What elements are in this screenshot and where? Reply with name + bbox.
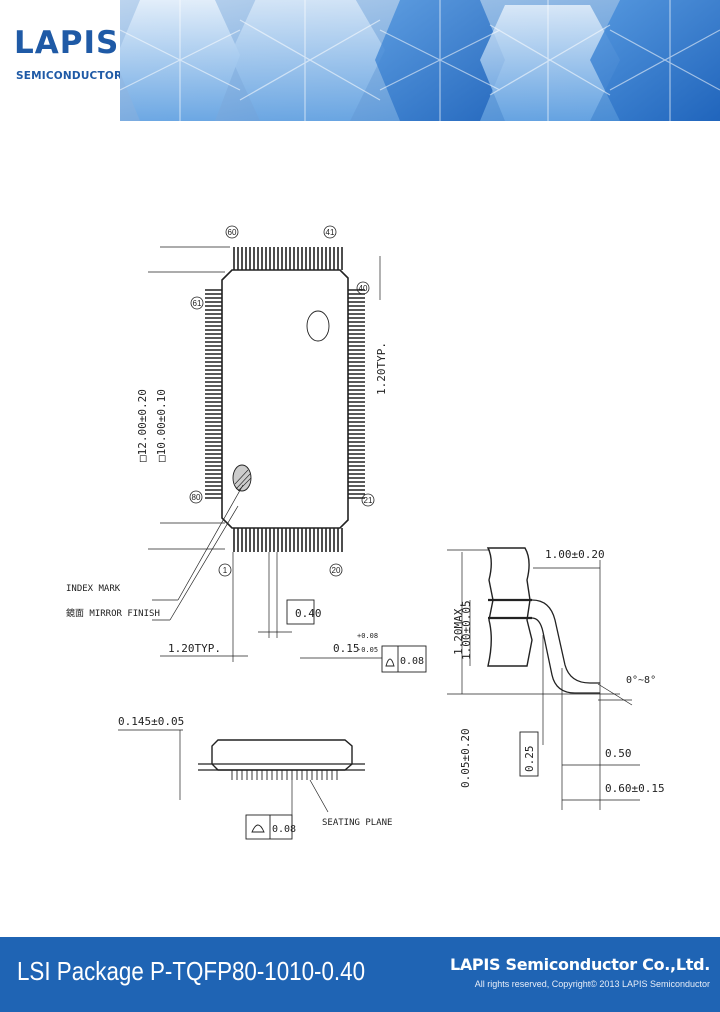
- seating-plane-label: SEATING PLANE: [322, 818, 392, 828]
- dim-coplanarity: 0.08: [272, 824, 296, 835]
- footer-bar: LSI Package P-TQFP80-1010-0.40 LAPIS Sem…: [0, 937, 720, 1012]
- dim-thickness-side: 0.145±0.05: [118, 715, 184, 728]
- dim-lead-width: 0.15: [333, 642, 360, 655]
- dim-standoff: 0.05±0.20: [459, 728, 472, 788]
- logo-wordmark: LAPIS: [14, 25, 120, 61]
- copyright-text: All rights reserved, Copyright© 2013 LAP…: [474, 979, 710, 989]
- pin-label-top-right: 41: [326, 228, 335, 237]
- detail-body: [486, 547, 533, 667]
- mirror-finish-label: 鏡面 MIRROR FINISH: [66, 607, 160, 619]
- top-leads: [233, 247, 343, 270]
- dim-outer-size: □12.00±0.20: [136, 389, 149, 462]
- package-body: [221, 269, 349, 529]
- pin-label-top-left: 60: [228, 228, 237, 237]
- dim-pitch: 0.40: [295, 607, 322, 620]
- hexagon-banner-image: [120, 0, 720, 121]
- left-leads: [205, 289, 222, 499]
- dim-lead-width-tol-lower: -0.05: [357, 646, 378, 654]
- header: LAPIS SEMICONDUCTOR: [0, 0, 720, 121]
- pin-label-left-top: 61: [193, 299, 202, 308]
- pin-label-right-top: 40: [359, 284, 368, 293]
- dim-angle: 0°~8°: [626, 675, 656, 686]
- index-mark-label: INDEX MARK: [66, 584, 121, 594]
- mirror-finish-mark: [306, 310, 330, 342]
- dim-lead-length: 1.00±0.20: [545, 548, 605, 561]
- pin-label-bottom-left: 1: [223, 566, 228, 575]
- dim-max-height: 1.20MAX.: [452, 602, 465, 655]
- detail-lead: [531, 599, 600, 684]
- pin-label-left-bottom: 80: [192, 493, 201, 502]
- pin-number-markers: [189, 225, 375, 577]
- logo-subtitle: SEMICONDUCTOR: [16, 70, 123, 82]
- right-leads: [348, 289, 365, 499]
- dim-gauge: 0.25: [523, 746, 536, 773]
- dim-typ-bottom: 1.20TYP.: [168, 642, 221, 655]
- dim-foot-length-tol: 0.60±0.15: [605, 782, 665, 795]
- pin-label-right-bottom: 21: [364, 496, 373, 505]
- dim-body-height: 1.00±0.05: [460, 600, 473, 660]
- package-outline-drawing: 60 41 61 80 40 21 1 20 □12.00±0.20 □10.0…: [66, 225, 665, 840]
- dim-lead-width-tol-upper: +0.08: [357, 632, 378, 640]
- dim-typ-right: 1.20TYP.: [375, 342, 388, 395]
- bottom-leads: [233, 528, 343, 552]
- package-title: LSI Package P-TQFP80-1010-0.40: [17, 956, 366, 986]
- pin-label-bottom-right: 20: [332, 566, 341, 575]
- dim-body-size: □10.00±0.10: [155, 389, 168, 462]
- side-view-body: [211, 739, 353, 771]
- dim-foot-length: 0.50: [605, 747, 632, 760]
- company-name: LAPIS Semiconductor Co.,Ltd.: [449, 955, 710, 974]
- dim-lead-width-box: 0.08: [400, 656, 424, 667]
- company-logo: LAPIS SEMICONDUCTOR: [14, 26, 124, 96]
